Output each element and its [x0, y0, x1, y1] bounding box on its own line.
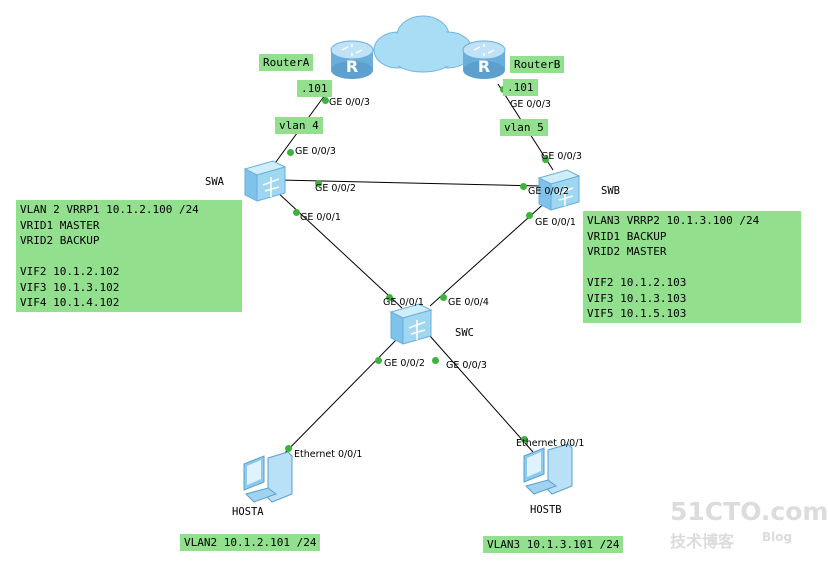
router-b-name: RouterB: [510, 56, 565, 73]
swb-vrrp-info: VLAN3 VRRP2 10.1.3.100 /24 VRID1 BACKUP …: [583, 211, 801, 323]
vlan-left-label: vlan 4: [275, 117, 323, 134]
router-b-icon: R: [462, 40, 506, 79]
swb-name: SWB: [601, 185, 620, 197]
port-label: GE 0/0/4: [448, 297, 489, 308]
router-a-icon: R: [330, 40, 374, 79]
router-a-ip-label: .101: [297, 80, 332, 97]
port-label: GE 0/0/1: [300, 212, 341, 223]
port-label: GE 0/0/1: [535, 217, 576, 228]
info-line: VIF2 10.1.2.103: [587, 276, 687, 289]
hosta-name: HOSTA: [232, 506, 264, 518]
hosta-network-label: VLAN2 10.1.2.101 /24: [180, 534, 321, 551]
router-a-name: RouterA: [259, 54, 314, 71]
info-line: VIF4 10.1.4.102: [20, 296, 120, 309]
router-b-ip-label: .101: [503, 79, 538, 96]
info-line: VLAN 2 VRRP1 10.1.2.100 /24: [20, 203, 199, 216]
info-line: VIF3 10.1.3.102: [20, 280, 120, 294]
info-line: VIF3 10.1.3.103: [587, 291, 687, 305]
link-swa-swc: [274, 189, 403, 309]
port-dot: [440, 294, 447, 301]
port-label: GE 0/0/2: [384, 358, 425, 369]
port-dot: [285, 445, 292, 452]
switch-swb-icon: [537, 169, 581, 211]
info-line: VRID2 MASTER: [587, 245, 667, 258]
info-line: [587, 260, 797, 276]
host-a-pc-icon: [243, 451, 293, 503]
svg-text:R: R: [346, 57, 358, 76]
port-dot: [432, 357, 439, 364]
info-line: VIF5 10.1.5.103: [587, 307, 687, 320]
port-label: GE 0/0/3: [295, 146, 336, 157]
hostb-network-label: VLAN3 10.1.3.101 /24: [483, 536, 624, 553]
svg-text:R: R: [478, 57, 490, 76]
host-b-pc-icon: [523, 443, 573, 495]
link-swc-hosta: [272, 335, 401, 466]
port-label: GE 0/0/3: [541, 151, 582, 162]
link-swa-swb: [279, 179, 541, 187]
port-dot: [526, 212, 533, 219]
port-label: Ethernet 0/0/1: [516, 438, 585, 449]
port-dot: [542, 156, 549, 163]
port-dot: [521, 436, 528, 443]
info-line: VIF2 10.1.2.102: [20, 265, 120, 278]
watermark-logo: 51CTO.com: [670, 497, 828, 526]
watermark: 51CTO.com 技术博客 Blog: [666, 497, 828, 557]
switch-swa-icon: [243, 160, 287, 202]
watermark-subtitle: 技术博客: [670, 532, 735, 551]
port-dot: [520, 183, 527, 190]
port-label: GE 0/0/3: [329, 97, 370, 108]
info-line: VRID1 BACKUP: [587, 229, 667, 243]
info-line: VLAN3 VRRP2 10.1.3.100 /24: [587, 214, 760, 227]
swa-name: SWA: [205, 176, 224, 188]
info-line: VRID1 MASTER: [20, 218, 100, 232]
port-dot: [375, 357, 382, 364]
port-label: GE 0/0/2: [528, 186, 569, 197]
hostb-name: HOSTB: [530, 504, 562, 516]
watermark-blog: Blog: [762, 530, 793, 544]
port-dot: [322, 97, 329, 104]
port-dot: [315, 180, 322, 187]
port-dot: [386, 294, 393, 301]
port-label: GE 0/0/3: [446, 360, 487, 371]
info-line: VRID2 BACKUP: [20, 234, 100, 247]
info-line: [20, 249, 238, 265]
swc-name: SWC: [455, 327, 474, 339]
port-label: GE 0/0/2: [315, 183, 356, 194]
switch-swc-icon: [389, 303, 433, 345]
vlan-right-label: vlan 5: [500, 119, 548, 136]
port-dot: [287, 149, 294, 156]
link-swc-hostb: [429, 335, 534, 453]
port-label: Ethernet 0/0/1: [294, 449, 363, 460]
cloud-icon: [373, 15, 473, 73]
swa-vrrp-info: VLAN 2 VRRP1 10.1.2.100 /24 VRID1 MASTER…: [16, 200, 242, 312]
port-dot: [293, 209, 300, 216]
port-label: GE 0/0/1: [383, 297, 424, 308]
port-label: GE 0/0/3: [510, 99, 551, 110]
